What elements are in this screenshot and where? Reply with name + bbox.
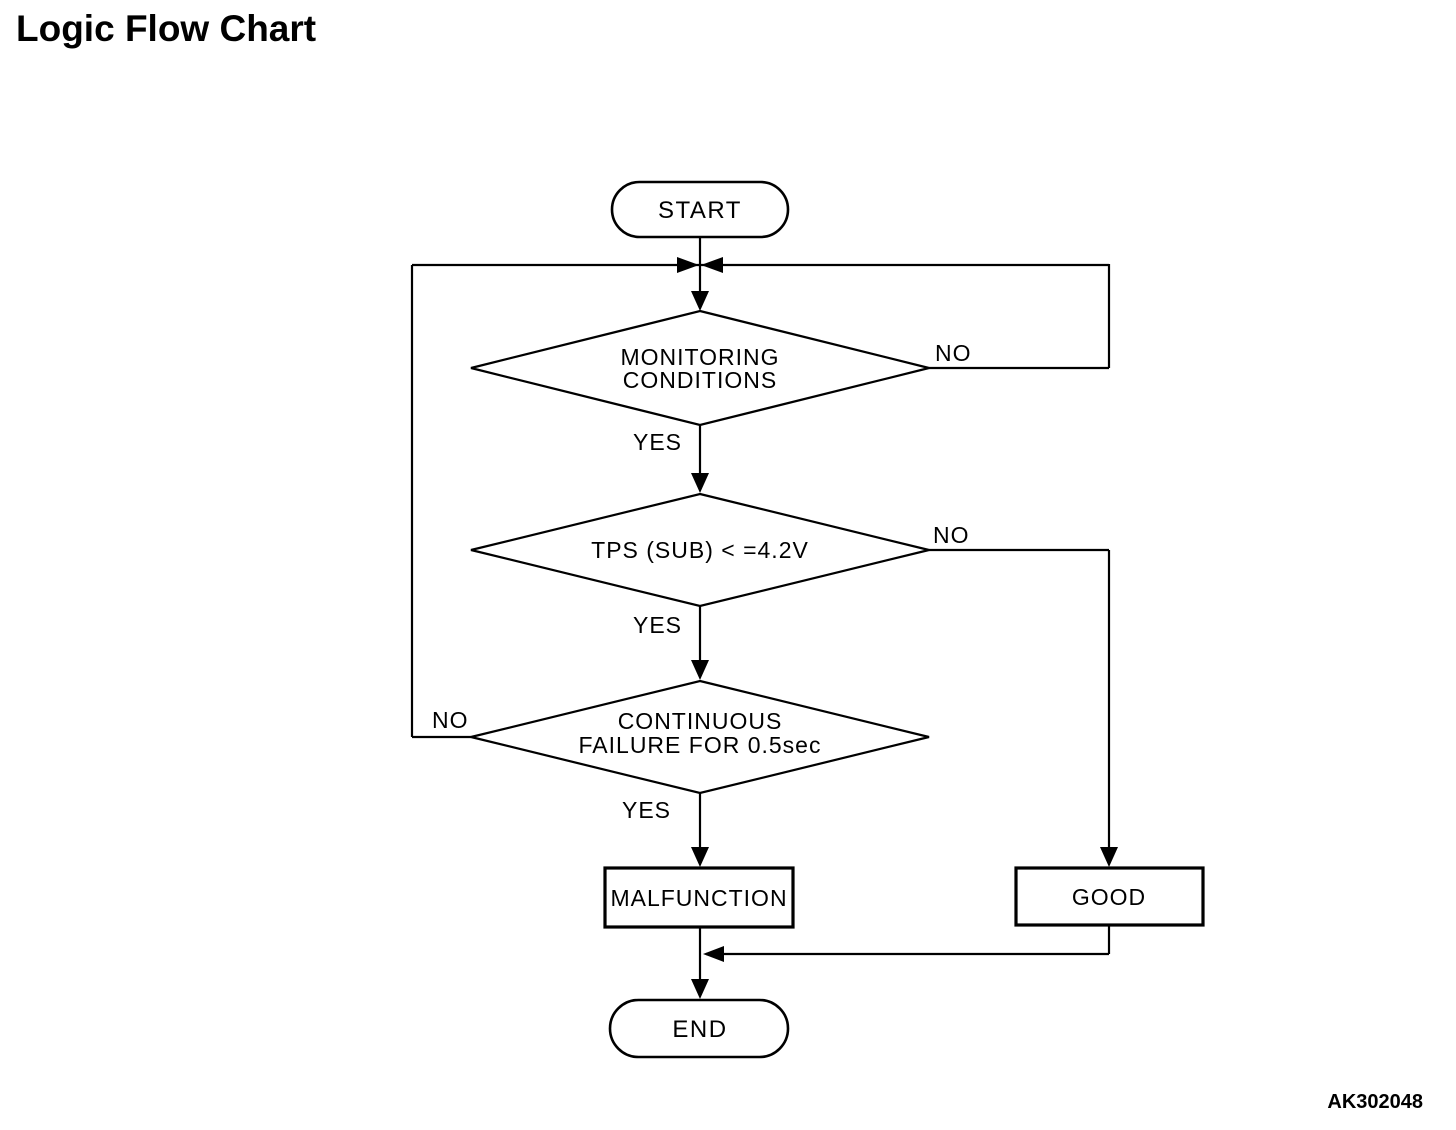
monitoring-label-line2: CONDITIONS <box>623 367 777 393</box>
arrowhead-junction-from-left <box>677 257 699 273</box>
edge-label-monitoring-no: NO <box>935 340 972 366</box>
edge-label-continuous-no: NO <box>432 707 469 733</box>
figure-code: AK302048 <box>1327 1091 1423 1113</box>
node-process-malfunction: MALFUNCTION <box>603 866 795 929</box>
node-process-good: GOOD <box>1014 866 1205 927</box>
arrowhead-into-malfunction <box>691 847 709 867</box>
node-start: START <box>610 180 790 239</box>
monitoring-decision-shape <box>470 309 930 427</box>
good-label: GOOD <box>1072 884 1146 910</box>
arrowhead-into-end <box>691 979 709 999</box>
malfunction-process-shape <box>603 866 795 929</box>
edge-label-tps-no: NO <box>933 522 970 548</box>
edge-label-continuous-yes: YES <box>622 797 671 823</box>
node-end: END <box>608 998 790 1059</box>
flowchart-arrowheads <box>677 257 1118 999</box>
edge-label-tps-yes: YES <box>633 612 682 638</box>
flowchart-edges <box>410 237 1111 982</box>
continuous-label-line2: FAILURE FOR 0.5sec <box>579 732 822 758</box>
start-label: START <box>658 197 742 224</box>
arrowhead-into-continuous <box>691 660 709 680</box>
page-title: Logic Flow Chart <box>16 8 317 49</box>
continuous-decision-shape <box>470 679 930 795</box>
arrowhead-junction-from-right <box>701 257 723 273</box>
node-decision-continuous-failure: CONTINUOUS FAILURE FOR 0.5sec <box>470 679 930 795</box>
arrowhead-into-tps <box>691 473 709 493</box>
end-label: END <box>672 1016 727 1043</box>
arrowhead-merge-from-good <box>703 946 724 962</box>
monitoring-label-line1: MONITORING <box>620 344 779 370</box>
tps-decision-shape <box>470 492 930 608</box>
good-process-shape <box>1014 866 1205 927</box>
tps-label: TPS (SUB) < =4.2V <box>591 537 809 563</box>
start-terminator-shape <box>610 180 790 239</box>
arrowhead-into-good <box>1100 847 1118 867</box>
node-decision-tps-sub: TPS (SUB) < =4.2V <box>470 492 930 608</box>
malfunction-label: MALFUNCTION <box>610 885 787 911</box>
arrowhead-into-monitoring <box>691 291 709 311</box>
end-terminator-shape <box>608 998 790 1059</box>
flowchart-edge-labels: NO YES NO YES NO YES <box>432 340 972 823</box>
edge-label-monitoring-yes: YES <box>633 429 682 455</box>
node-decision-monitoring-conditions: MONITORING CONDITIONS <box>470 309 930 427</box>
continuous-label-line1: CONTINUOUS <box>618 708 783 734</box>
